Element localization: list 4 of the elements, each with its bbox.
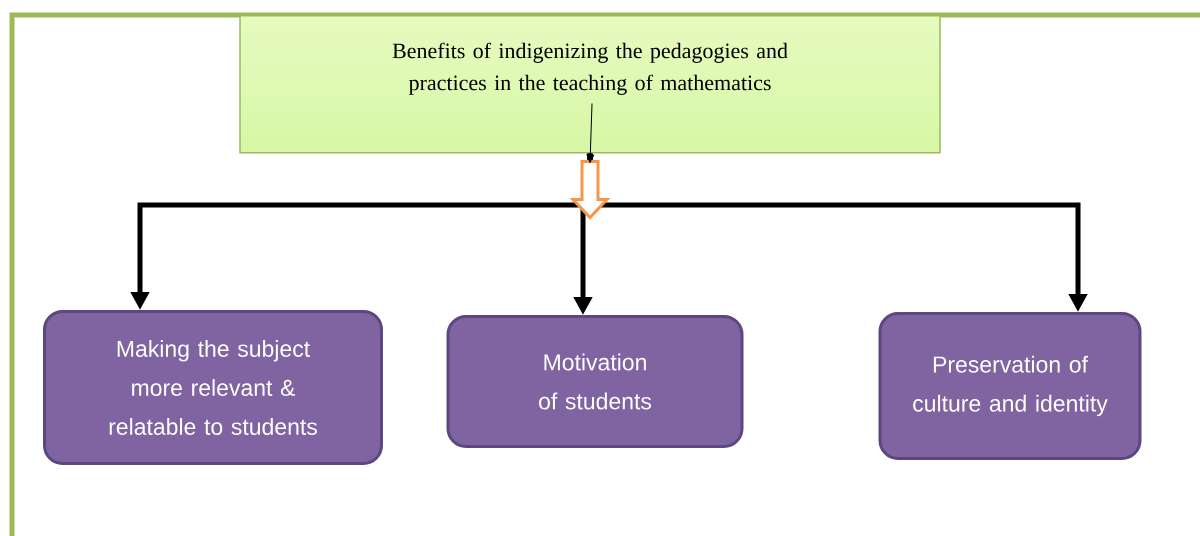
benefit-box: Motivation of students (446, 315, 744, 448)
benefit-box: Preservation of culture and identity (878, 312, 1142, 460)
title-box: Benefits of indigenizing the pedagogies and practices in the teaching of mathematics (239, 15, 941, 154)
benefit-box: Making the subject more relevant & relatable to students (43, 310, 383, 465)
